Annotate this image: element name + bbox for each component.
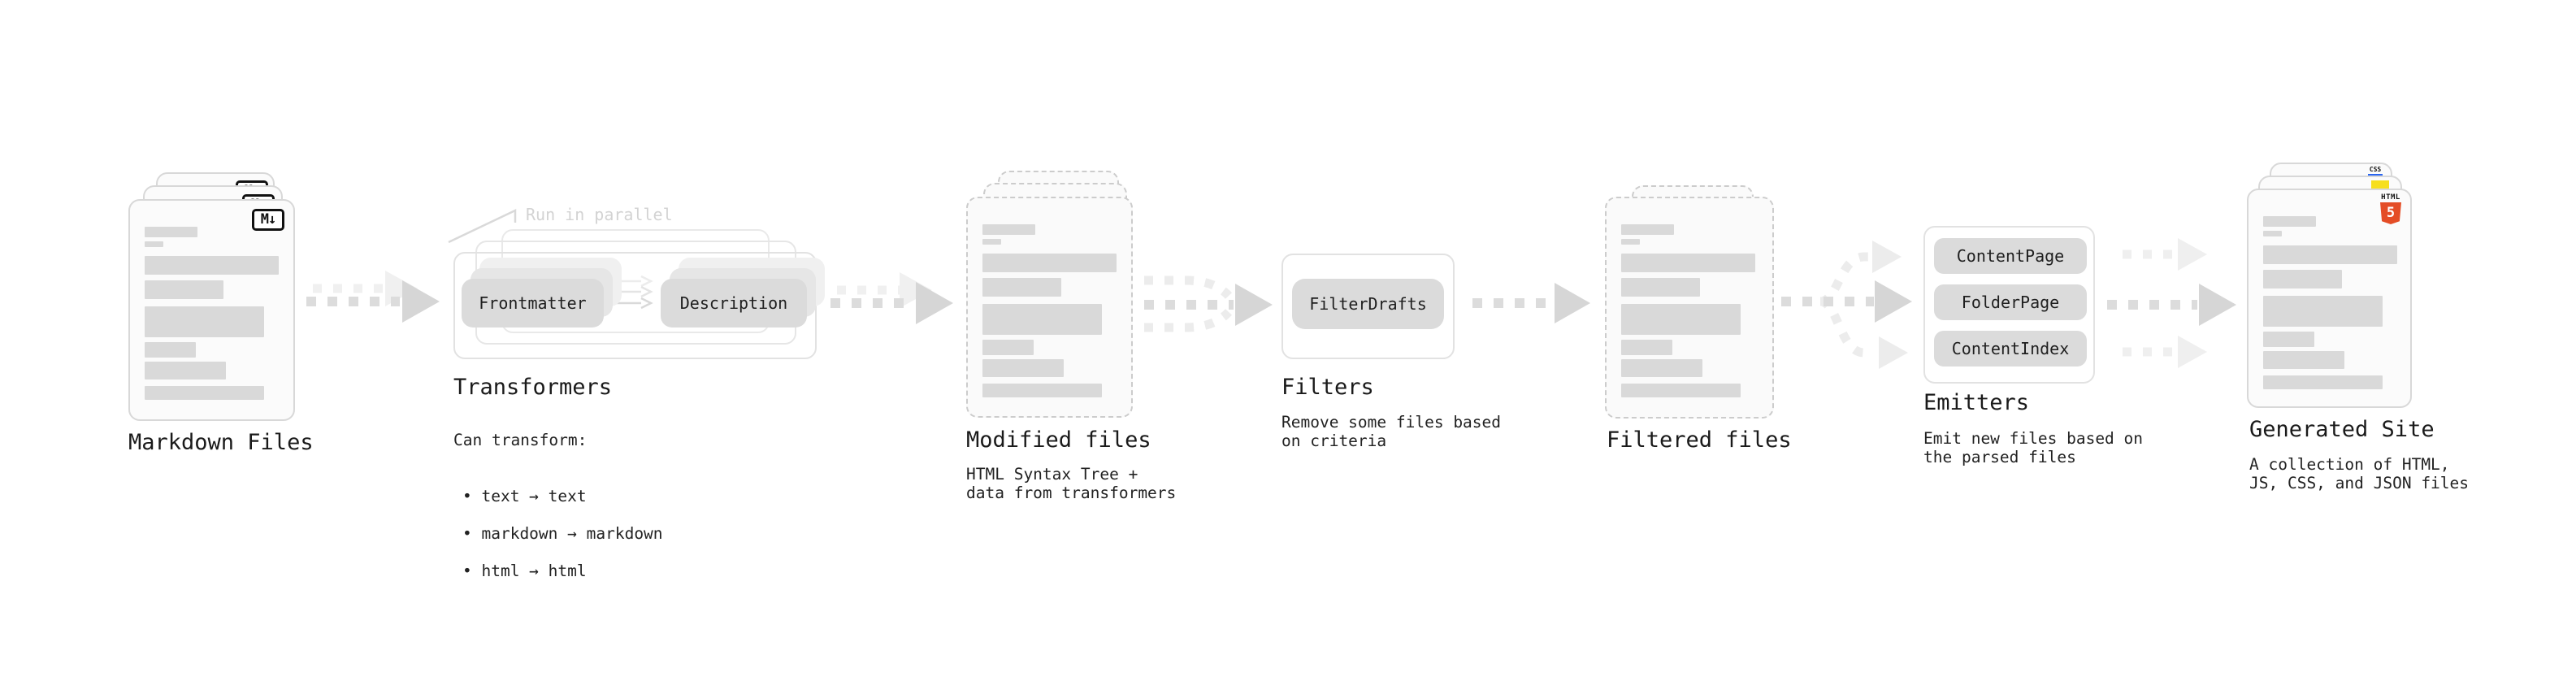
transformers-bullet-list: • text → text • markdown → markdown • ht…	[453, 468, 663, 599]
html5-icon: HTML 5	[2379, 193, 2402, 224]
content-bar	[982, 384, 1102, 397]
css-icon: CSS	[2368, 167, 2383, 176]
run-in-parallel-callout-line	[448, 209, 517, 244]
content-bar	[2263, 375, 2383, 389]
content-bar	[145, 342, 196, 358]
filtered-file-card-front	[1605, 197, 1774, 419]
markdown-file-card-front: M↓	[128, 199, 295, 421]
file-content-bars	[2263, 216, 2397, 389]
content-page-pill: ContentPage	[1934, 238, 2087, 274]
modified-file-card-front	[966, 197, 1133, 418]
markdown-icon: M↓	[252, 209, 284, 231]
content-bar	[145, 227, 197, 237]
content-index-pill: ContentIndex	[1934, 331, 2087, 367]
content-bar	[1621, 239, 1640, 245]
content-bar	[982, 278, 1061, 297]
run-in-parallel-label: Run in parallel	[526, 205, 673, 224]
markdown-files-label: Markdown Files	[128, 430, 314, 455]
content-bar	[145, 256, 279, 275]
content-bar	[982, 254, 1117, 272]
transformers-description-title: Can transform:	[453, 431, 588, 449]
content-bar	[145, 241, 163, 247]
content-bar	[982, 224, 1035, 235]
content-bar	[2263, 270, 2342, 288]
content-bar	[145, 362, 226, 380]
content-bar	[982, 359, 1064, 377]
filters-container	[1281, 254, 1455, 359]
content-bar	[2263, 332, 2314, 347]
emitters-container	[1923, 226, 2095, 384]
transformers-bullet: • markdown → markdown	[462, 524, 663, 543]
modified-files-heading: Modified files	[966, 427, 1151, 453]
frontmatter-pill: Frontmatter	[462, 279, 604, 327]
emitters-heading: Emitters	[1923, 390, 2030, 415]
file-content-bars	[982, 224, 1117, 397]
content-bar	[982, 239, 1001, 245]
arrow-emitters-to-generated-icon	[2107, 238, 2236, 368]
content-bar	[1621, 359, 1702, 377]
arrow-markdown-to-transformers-icon	[306, 280, 440, 323]
content-bar	[2263, 351, 2344, 369]
file-content-bars	[1621, 224, 1758, 397]
filters-heading: Filters	[1281, 375, 1374, 400]
content-bar	[145, 280, 223, 299]
modified-files-description: HTML Syntax Tree + data from transformer…	[966, 465, 1177, 502]
arrow-modified-to-filters-icon	[1144, 275, 1273, 332]
arrow-filters-to-filtered-icon	[1472, 283, 1590, 323]
filters-description: Remove some files based on criteria	[1281, 413, 1502, 450]
content-bar	[145, 386, 264, 400]
description-pill: Description	[661, 279, 807, 327]
arrow-filtered-to-emitters-icon	[1781, 241, 1912, 369]
filtered-files-heading: Filtered files	[1607, 427, 1792, 453]
content-bar	[2263, 216, 2316, 227]
emitters-description: Emit new files based on the parsed files	[1923, 429, 2144, 466]
content-bar	[1621, 254, 1755, 272]
content-bar	[2263, 296, 2383, 327]
file-content-bars	[145, 227, 279, 400]
folder-page-pill: FolderPage	[1934, 284, 2087, 320]
content-bar	[1621, 384, 1741, 397]
content-bar	[1621, 304, 1741, 335]
transformers-bullet: • text → text	[462, 487, 587, 505]
content-bar	[2263, 231, 2282, 236]
content-bar	[1621, 278, 1700, 297]
content-bar	[145, 306, 264, 337]
content-bar	[2263, 245, 2397, 264]
content-bar	[1621, 340, 1672, 355]
content-bar	[982, 340, 1034, 355]
content-bar	[982, 304, 1102, 335]
content-bar	[1621, 224, 1674, 235]
generated-site-description: A collection of HTML, JS, CSS, and JSON …	[2249, 455, 2470, 492]
generated-site-heading: Generated Site	[2249, 417, 2435, 442]
transformers-bullet: • html → html	[462, 562, 587, 580]
generated-file-card-front: HTML 5	[2247, 189, 2412, 408]
arrow-transformers-to-modified-icon	[830, 282, 953, 324]
filter-drafts-pill: FilterDrafts	[1292, 279, 1444, 329]
transformers-heading: Transformers	[453, 375, 613, 400]
transformers-description: Can transform: • text → text • markdown …	[453, 412, 663, 618]
